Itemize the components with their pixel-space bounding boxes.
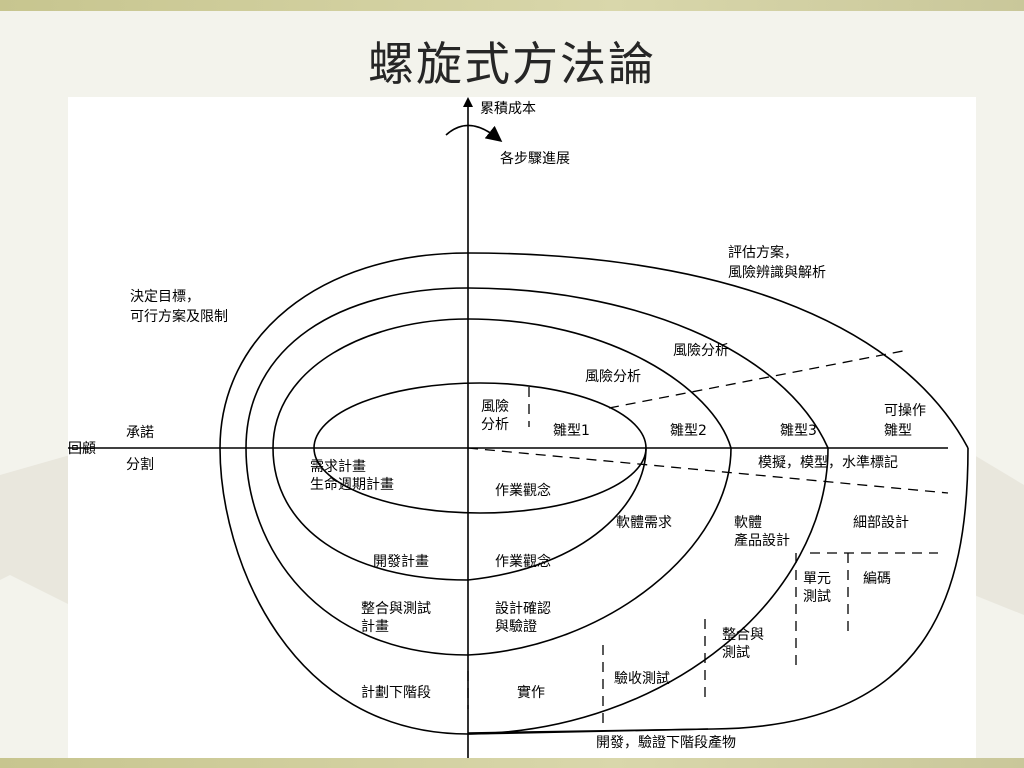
spiral-bottom-line	[467, 728, 709, 735]
label-design-validation-1: 設計確認	[495, 601, 551, 617]
label-operational-prototype-2: 雛型	[884, 423, 912, 439]
label-risk-analysis-middle: 風險分析	[585, 369, 641, 385]
label-unit-test-2: 測試	[803, 589, 831, 605]
label-detailed-design: 細部設計	[853, 515, 909, 531]
label-requirements-plan-1: 需求計畫	[310, 459, 366, 475]
label-develop-verify-next: 開發，驗證下階段產物	[596, 735, 736, 751]
label-integration-and-test-1: 整合與	[722, 627, 764, 643]
label-coding: 編碼	[863, 571, 891, 587]
label-integration-test-plan-2: 計畫	[361, 619, 389, 635]
spiral-loop-4	[219, 252, 969, 735]
label-software-product-design-1: 軟體	[734, 515, 762, 531]
label-partition: 分割	[126, 457, 154, 473]
axis-label-cumulative-cost: 累積成本	[480, 101, 536, 117]
label-prototype-3: 雛型3	[780, 423, 817, 439]
label-implementation: 實作	[517, 685, 545, 701]
spiral-loop-2	[272, 318, 732, 581]
label-requirements-plan-2: 生命週期計畫	[310, 477, 394, 493]
label-design-validation-2: 與驗證	[495, 619, 537, 635]
label-risk-analysis-inner-2: 分析	[481, 417, 509, 433]
label-risk-analysis-outer: 風險分析	[673, 343, 729, 359]
dashed-line-upper-diagonal	[608, 349, 909, 409]
label-software-product-design-2: 產品設計	[734, 533, 790, 549]
label-operational-prototype-1: 可操作	[884, 403, 926, 419]
left-decor-shape	[0, 455, 70, 605]
label-prototype-1: 雛型1	[553, 423, 590, 439]
spiral-drawing	[68, 97, 969, 758]
dashed-line-lower-diagonal	[467, 447, 949, 494]
spiral-tail	[467, 447, 969, 734]
label-plan-next-phase: 計劃下階段	[361, 685, 431, 701]
label-review: 回顧	[68, 441, 96, 457]
label-simulation-models: 模擬，模型，水準標記	[758, 455, 898, 471]
label-risk-analysis-inner-1: 風險	[481, 399, 509, 415]
label-step-progress: 各步驟進展	[500, 151, 570, 167]
label-development-plan: 開發計畫	[373, 554, 429, 570]
spiral-diagram: 累積成本 各步驟進展 決定目標， 可行方案及限制 評估方案， 風險辨識與解析 風…	[68, 97, 976, 758]
label-objectives-line1: 決定目標，	[130, 289, 200, 305]
top-decor-band	[0, 0, 1024, 11]
slide-title: 螺旋式方法論	[368, 37, 656, 91]
label-integration-and-test-2: 測試	[722, 645, 750, 661]
label-evaluate-line1: 評估方案，	[728, 245, 798, 261]
label-unit-test-1: 單元	[803, 571, 831, 587]
label-evaluate-line2: 風險辨識與解析	[728, 265, 826, 281]
right-decor-shape	[974, 455, 1024, 615]
label-objectives-line2: 可行方案及限制	[130, 309, 228, 325]
label-concept-of-operation-2: 作業觀念	[495, 554, 551, 570]
vertical-axis-arrowhead	[463, 97, 473, 107]
label-prototype-2: 雛型2	[670, 423, 707, 439]
label-concept-of-operation-1: 作業觀念	[495, 483, 551, 499]
bottom-decor-band	[0, 758, 1024, 768]
label-commit: 承諾	[126, 425, 154, 441]
label-acceptance-test: 驗收測試	[614, 671, 670, 687]
label-integration-test-plan-1: 整合與測試	[361, 601, 431, 617]
rotation-arrow	[445, 124, 503, 142]
spiral-loop-3	[245, 287, 829, 656]
label-software-requirements: 軟體需求	[616, 515, 672, 531]
